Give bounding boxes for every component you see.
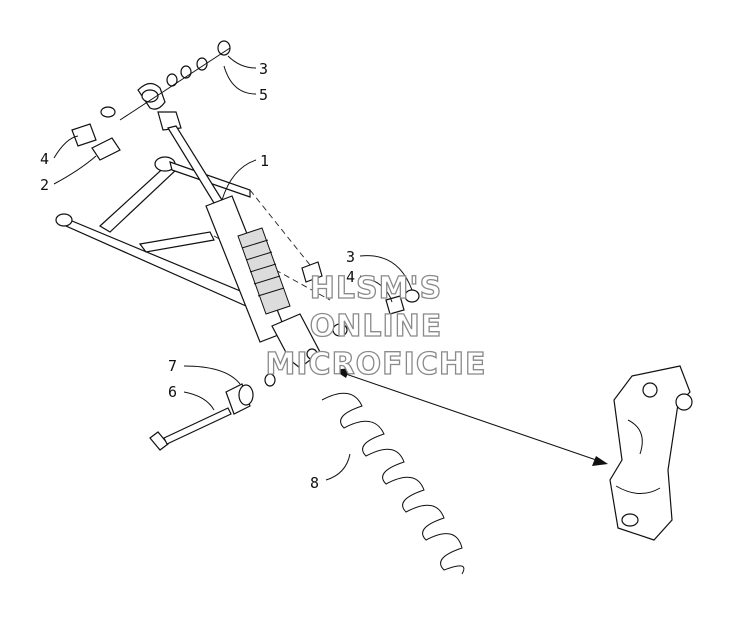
callout-label: 7 (168, 357, 177, 375)
callout-label: 8 (310, 474, 319, 492)
lower-bolt (149, 407, 232, 451)
top-bolt-hardware (119, 40, 231, 121)
watermark-line-2: ONLINE (310, 309, 443, 344)
callout-label: 3 (346, 248, 355, 266)
callout-label: 4 (346, 268, 355, 286)
callout-3-lower: 3 (346, 248, 413, 291)
callout-1: 1 (221, 152, 269, 201)
lower-mount-hardware (301, 261, 420, 337)
bushing-sleeve-top (71, 106, 121, 161)
a-arm-frame (55, 156, 331, 311)
shock-absorber (137, 82, 321, 369)
callout-5: 5 (223, 65, 268, 104)
callout-label: 3 (259, 60, 268, 78)
callout-label: 2 (40, 176, 49, 194)
callout-4-lower: 4 (346, 268, 393, 303)
callout-8: 8 (310, 453, 351, 492)
callout-label: 1 (260, 152, 269, 170)
lower-bushing (225, 383, 254, 415)
callout-7: 7 (168, 357, 241, 385)
watermark-line-1: HLSM'S (310, 271, 442, 306)
assembly-arrow (334, 368, 608, 466)
callout-6: 6 (168, 383, 215, 411)
watermark: HLSM'S ONLINE MICROFICHE (265, 270, 487, 382)
lower-washer (264, 373, 276, 387)
callout-label: 4 (40, 150, 49, 168)
callout-label: 5 (259, 86, 268, 104)
callout-4-top: 4 (40, 135, 79, 168)
callout-label: 6 (168, 383, 177, 401)
watermark-line-3: MICROFICHE (266, 347, 487, 382)
callout-3-top: 3 (227, 55, 268, 78)
callout-2: 2 (40, 155, 97, 194)
spindle-knuckle (609, 365, 693, 541)
coil-spring (321, 392, 465, 575)
